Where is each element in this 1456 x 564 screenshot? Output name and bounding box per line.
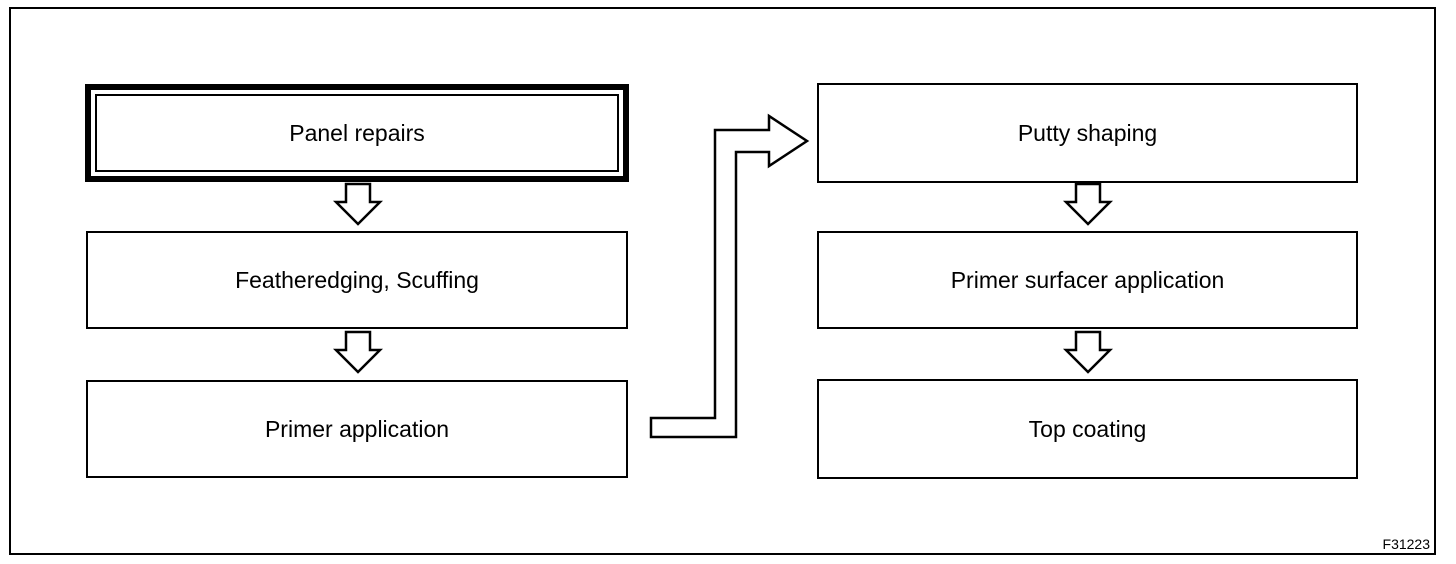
down-arrow-icon <box>332 182 384 226</box>
step-label: Top coating <box>1028 415 1147 442</box>
down-arrow-icon <box>332 330 384 374</box>
down-arrow-icon <box>1062 330 1114 374</box>
down-arrow-icon <box>1062 182 1114 226</box>
step-panel-repairs: Panel repairs <box>85 84 629 182</box>
step-primer-surfacer-application: Primer surfacer application <box>817 231 1358 329</box>
step-label: Primer application <box>264 415 450 442</box>
figure-code: F31223 <box>1382 536 1430 552</box>
step-highlight-inner-border <box>95 94 619 172</box>
step-featheredging-scuffing: Featheredging, Scuffing <box>86 231 628 329</box>
step-top-coating: Top coating <box>817 379 1358 479</box>
step-putty-shaping: Putty shaping <box>817 83 1358 183</box>
diagram-frame <box>9 7 1436 555</box>
connector-arrow-icon <box>649 113 810 439</box>
step-label: Putty shaping <box>1017 119 1158 146</box>
step-label: Featheredging, Scuffing <box>235 266 479 293</box>
step-label: Primer surfacer application <box>950 266 1225 293</box>
step-primer-application: Primer application <box>86 380 628 478</box>
step-label: Panel repairs <box>289 119 425 146</box>
